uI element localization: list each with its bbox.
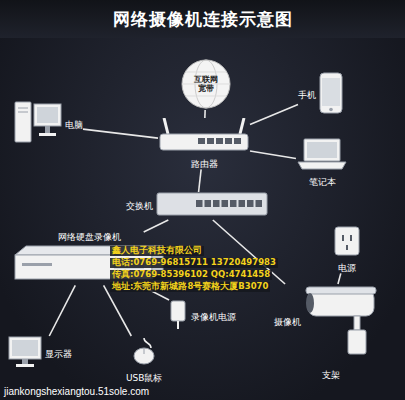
network-cable [338,273,341,284]
device-icon [319,72,343,118]
device-label: 笔记本 [309,177,336,187]
device-label: 网络硬盘录像机 [58,232,121,242]
network-cable [204,110,206,118]
network-cable [199,169,202,192]
device-label: 手机 [298,90,316,100]
device-node: 显示器 [8,336,72,372]
device-icon [304,284,382,360]
device-label: 交换机 [126,201,153,211]
network-cable [250,104,298,124]
device-node: 路由器 [158,118,250,169]
device-node: 手机 [298,72,343,118]
device-node: USB鼠标 [126,336,162,383]
device-icon [296,138,348,174]
ad-text: 地址:东莞市新城路8号赛格大厦B3070 [110,282,270,292]
device-label: 电脑 [65,120,83,130]
watermark: jiankongshexiangtou.51sole.com [4,386,149,398]
network-cable [250,151,296,158]
network-cable [104,285,132,336]
bracket-label: 支架 [322,370,340,380]
device-icon [334,226,360,260]
network-cable [49,285,75,336]
device-icon [158,118,250,156]
ad-text: 鑫人电子科技有限公司 [110,246,204,256]
device-icon [8,336,42,372]
device-icon [156,192,268,220]
device-node: 互联网宽带 [180,58,232,110]
device-label: USB鼠标 [126,373,162,383]
network-cable [83,129,158,138]
device-label: 摄像机 [274,317,301,327]
device-node: 摄像机 [274,284,382,360]
ad-text: 传真:0769-85396102 QQ:4741458 [110,270,272,280]
device-label: 路由器 [191,159,218,169]
device-node: 交换机 [126,192,268,220]
device-icon [129,336,159,370]
device-node: 录像机电源 [168,300,236,334]
device-node: 笔记本 [296,138,348,187]
device-node: 电源 [334,226,360,273]
device-label: 录像机电源 [191,312,236,322]
network-cable [144,220,169,232]
device-label: 显示器 [45,349,72,359]
ad-text: 电话:0769-96815711 13720497983 [110,258,278,268]
device-label: 互联网宽带 [193,75,219,93]
diagram-title: 网络摄像机连接示意图 [0,8,405,31]
device-icon [168,300,188,334]
device-node: 电脑 [14,98,83,152]
device-label: 电源 [338,263,356,273]
device-icon [14,98,62,152]
